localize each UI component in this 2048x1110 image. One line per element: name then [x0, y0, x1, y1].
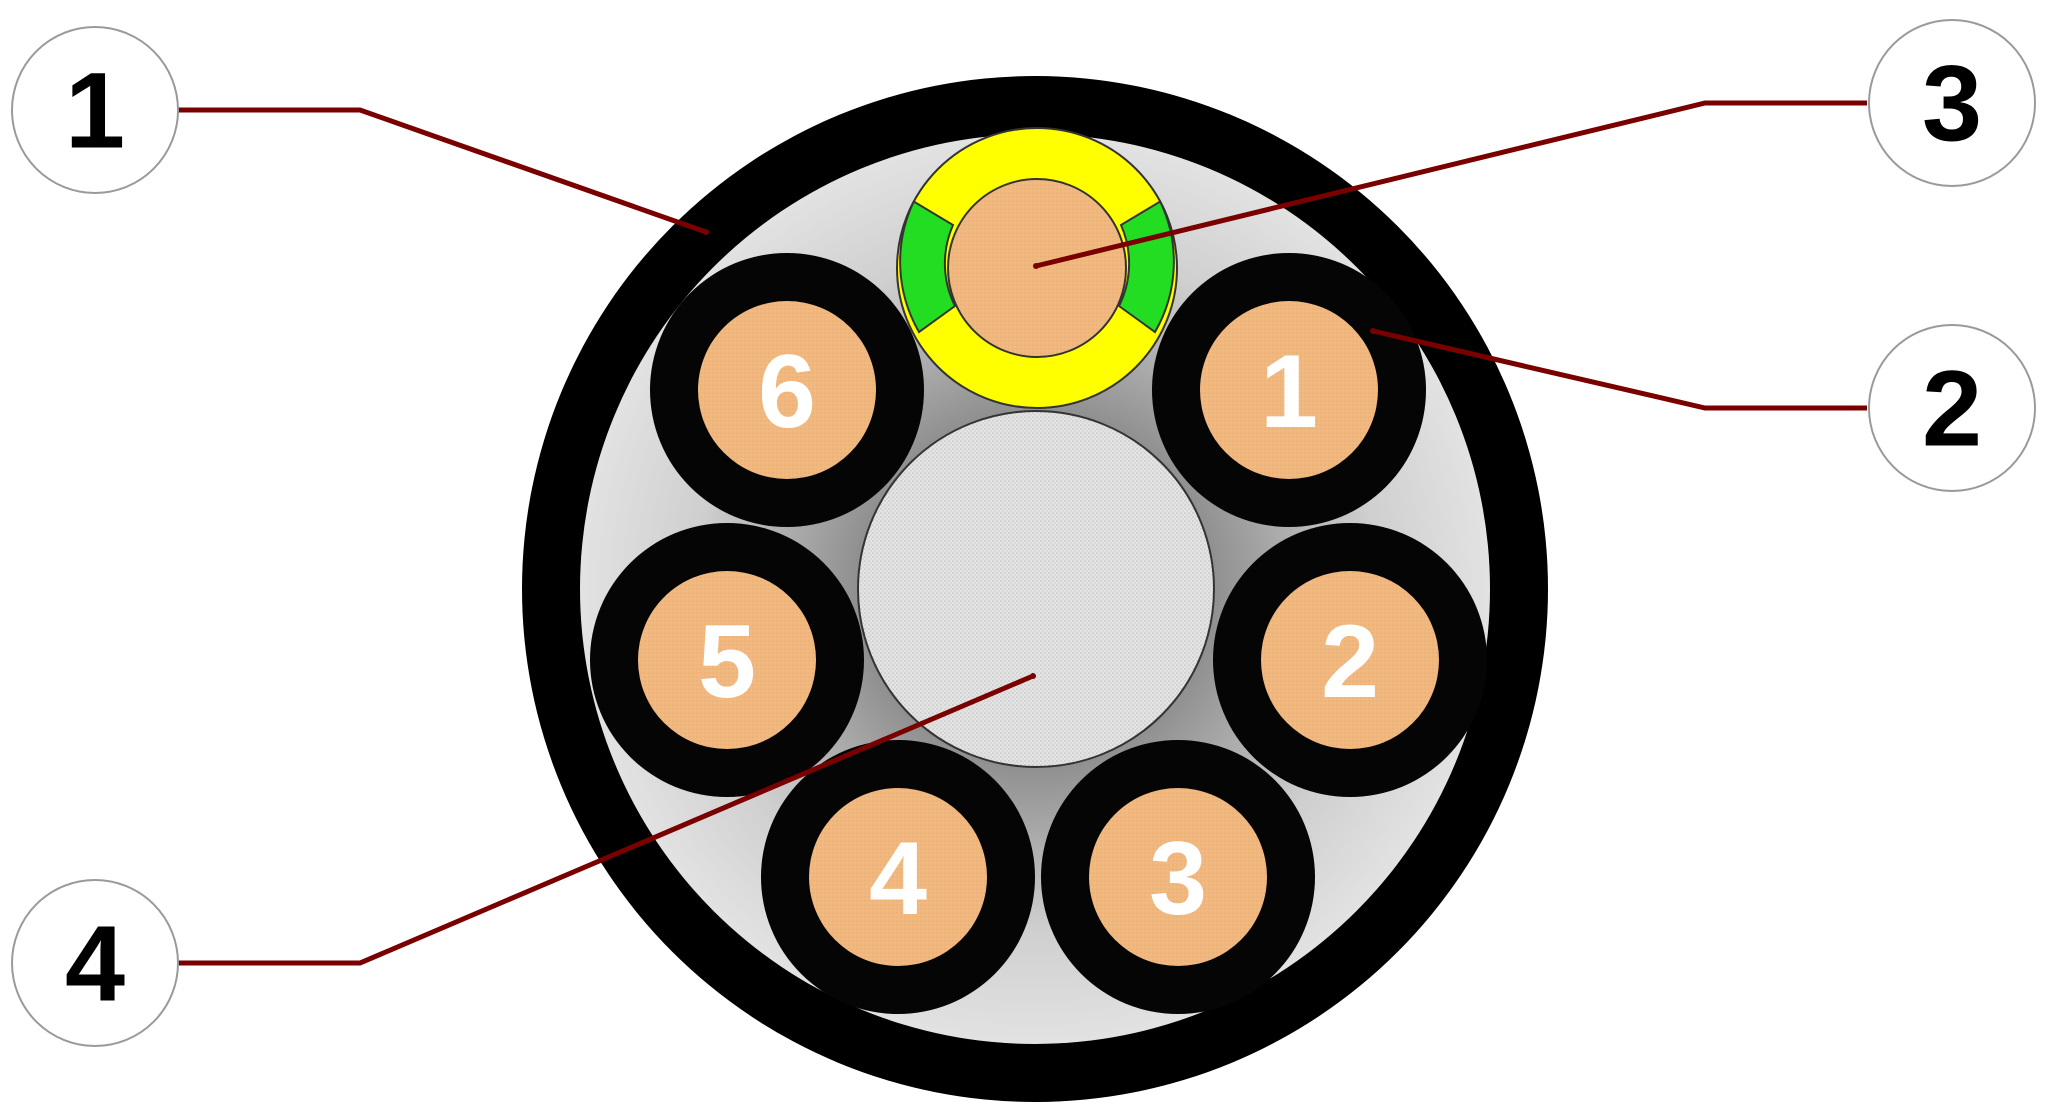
earth-insulation-green-left: [899, 200, 957, 334]
callout-1: 1: [11, 26, 179, 194]
center-filler-core: [857, 410, 1215, 768]
callout-2: 2: [1868, 324, 2036, 492]
leader-dot-3: [1033, 263, 1039, 269]
conductor-group: 1 23 45 6: [590, 253, 1487, 1014]
leader-line-4: [178, 673, 1034, 966]
conductor-5-label: 5: [698, 604, 756, 720]
leader-dot-2: [1370, 328, 1376, 334]
callout-3-label: 3: [1922, 43, 1982, 164]
conductor-3-label: 3: [1149, 821, 1207, 937]
callout-3-bubble: [1868, 19, 2036, 187]
conductor-3: 3: [1041, 740, 1315, 1014]
leader-line-3: [1035, 100, 1867, 269]
conductor-6-copper: [698, 301, 876, 479]
conductor-4-label: 4: [869, 821, 927, 937]
callout-2-bubble: [1868, 324, 2036, 492]
conductor-4-copper: [809, 788, 987, 966]
conductor-1: 1: [1152, 253, 1426, 527]
callout-1-label: 1: [65, 50, 125, 171]
conductor-5: 5: [590, 523, 864, 797]
callout-2-label: 2: [1922, 348, 1982, 469]
callout-4-label: 4: [65, 903, 125, 1024]
callout-4-bubble: [11, 879, 179, 1047]
conductor-3-copper: [1089, 788, 1267, 966]
conductor-6: 6: [650, 253, 924, 527]
leader-lines: [178, 100, 1867, 966]
conductor-2-label: 2: [1321, 604, 1379, 720]
leader-endpoints: [703, 229, 1376, 679]
leader-dot-1: [703, 229, 709, 235]
callout-4: 4: [11, 879, 179, 1047]
conductor-1-copper: [1200, 301, 1378, 479]
conductor-5-copper: [638, 571, 816, 749]
conductor-2-copper: [1261, 571, 1439, 749]
leader-dot-4: [1030, 673, 1036, 679]
conductor-4: 4: [761, 740, 1035, 1014]
leader-line-2: [1372, 328, 1867, 411]
conductor-1-label: 1: [1260, 334, 1318, 450]
leader-line-1: [178, 107, 707, 235]
callout-3: 3: [1868, 19, 2036, 187]
callout-1-bubble: [11, 26, 179, 194]
conductor-6-label: 6: [758, 334, 816, 450]
conductor-2: 2: [1213, 523, 1487, 797]
